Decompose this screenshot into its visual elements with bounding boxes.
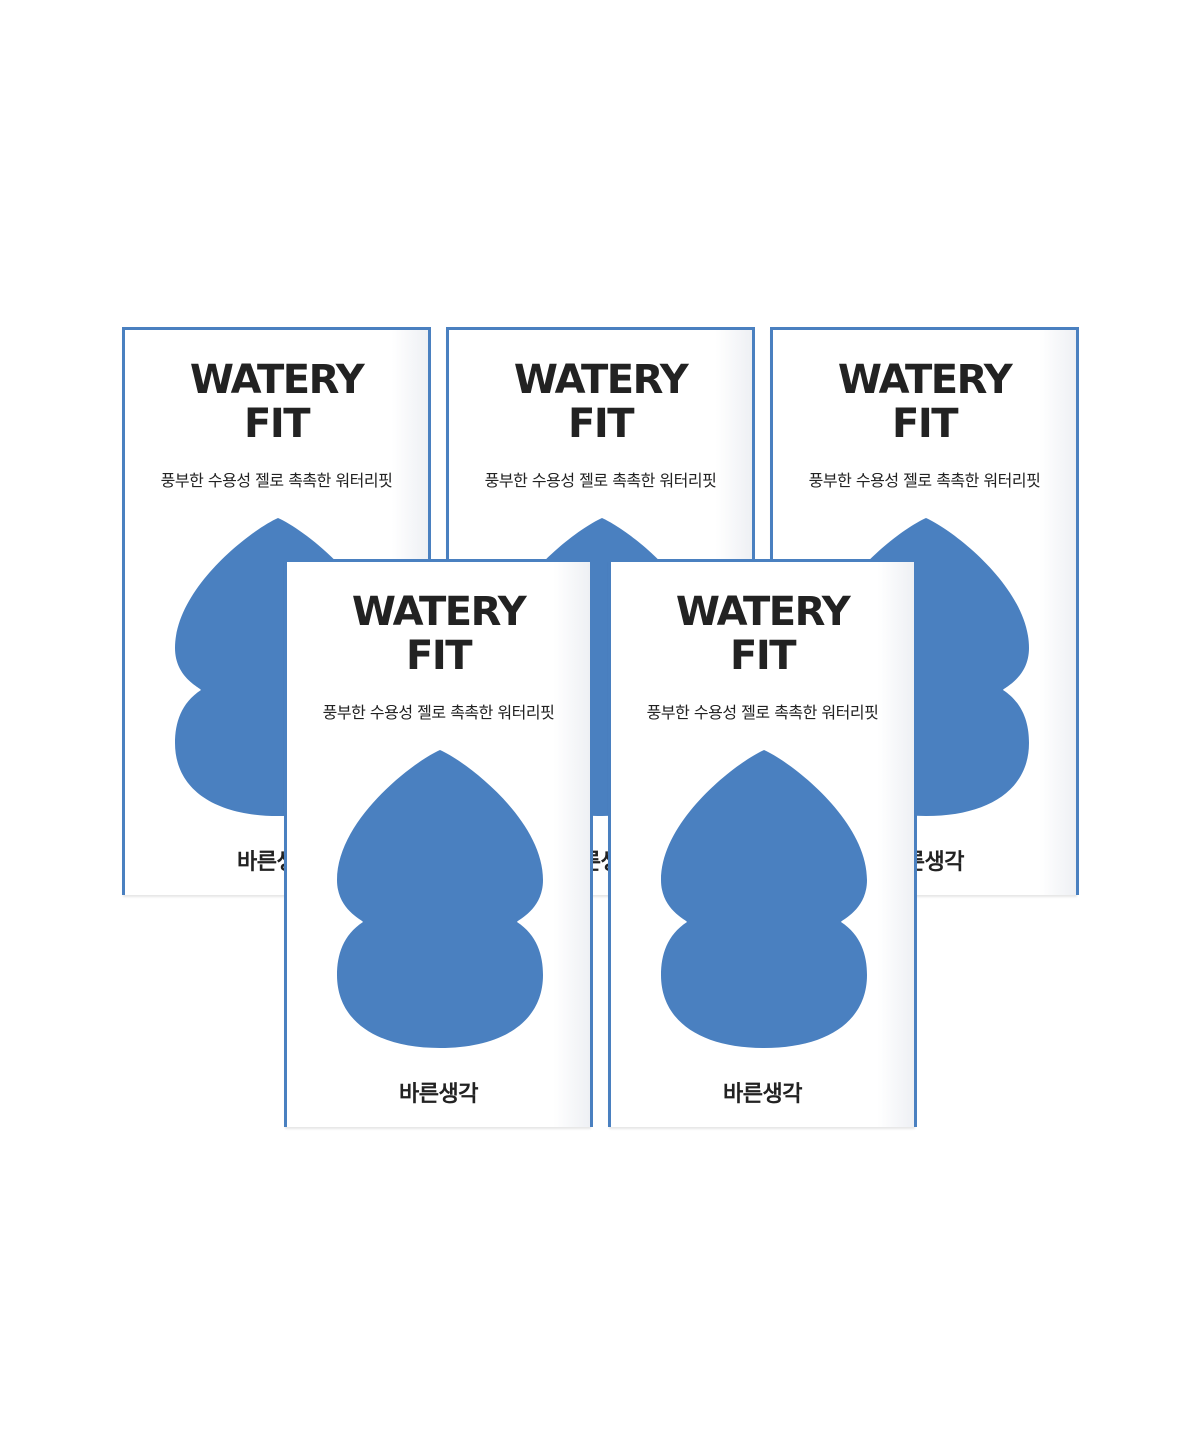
product-box-front-left: WATERY FIT 풍부한 수용성 젤로 촉촉한 워터리핏 바른생각 [284,559,593,1127]
title-line-1: WATERY [513,357,689,403]
title-line-2: FIT [568,401,635,447]
product-tagline: 풍부한 수용성 젤로 촉촉한 워터리핏 [484,471,717,490]
title-line-2: FIT [892,401,959,447]
droplet-icon [661,750,867,1048]
product-title: WATERY FIT [773,358,1076,446]
product-title: WATERY FIT [125,358,428,446]
title-line-2: FIT [406,633,473,679]
title-line-1: WATERY [837,357,1013,403]
product-tagline: 풍부한 수용성 젤로 촉촉한 워터리핏 [808,471,1041,490]
product-box-front-right: WATERY FIT 풍부한 수용성 젤로 촉촉한 워터리핏 바른생각 [608,559,917,1127]
brand-logo: 바른생각 [399,1082,478,1107]
product-tagline: 풍부한 수용성 젤로 촉촉한 워터리핏 [160,471,393,490]
droplet-icon [337,750,543,1048]
product-title: WATERY FIT [287,590,590,678]
product-title: WATERY FIT [449,358,752,446]
title-line-1: WATERY [351,589,527,635]
product-tagline: 풍부한 수용성 젤로 촉촉한 워터리핏 [322,703,555,722]
title-line-1: WATERY [675,589,851,635]
title-line-1: WATERY [189,357,365,403]
product-tagline: 풍부한 수용성 젤로 촉촉한 워터리핏 [646,703,879,722]
brand-logo: 바른생각 [723,1082,802,1107]
title-line-2: FIT [730,633,797,679]
product-title: WATERY FIT [611,590,914,678]
title-line-2: FIT [244,401,311,447]
